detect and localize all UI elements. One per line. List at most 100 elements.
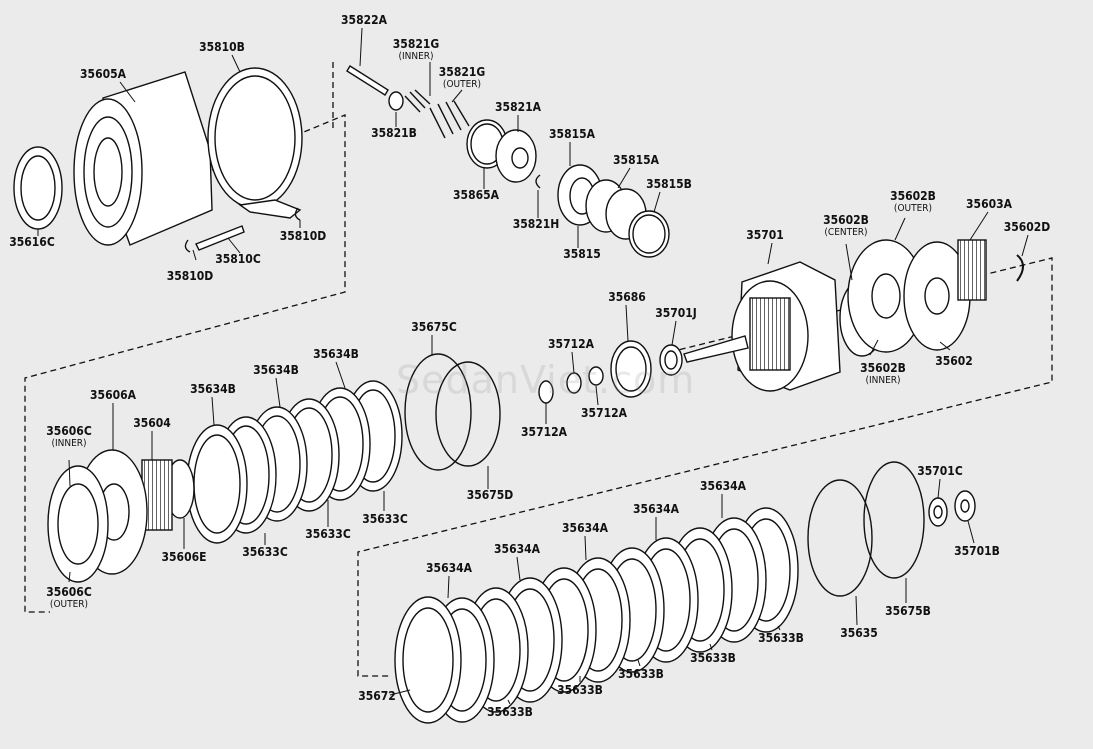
part-code: 35635 bbox=[840, 626, 878, 640]
part-code: 35603A bbox=[966, 197, 1012, 211]
part-code: 35815A bbox=[549, 127, 595, 141]
part-code: 35602B bbox=[860, 361, 906, 375]
part-label-35634a: 35634A bbox=[700, 480, 746, 493]
part-code: 35633B bbox=[690, 651, 736, 665]
part-label-35815a: 35815A bbox=[613, 154, 659, 167]
part-label-35633b: 35633B bbox=[557, 684, 603, 697]
part-label-35821a: 35821A bbox=[495, 101, 541, 114]
part-label-35815: 35815 bbox=[563, 248, 601, 261]
part-code: 35675B bbox=[885, 604, 931, 618]
part-qualifier: (OUTER) bbox=[893, 203, 933, 214]
part-label-35606e: 35606E bbox=[162, 551, 207, 564]
part-label-35633c: 35633C bbox=[305, 528, 350, 541]
part-label-35633b: 35633B bbox=[690, 652, 736, 665]
part-label-35634b: 35634B bbox=[253, 364, 299, 377]
part-label-35604: 35604 bbox=[133, 417, 171, 430]
part-code: 35821B bbox=[371, 126, 417, 140]
part-code: 35634A bbox=[494, 542, 540, 556]
part-label-35634b: 35634B bbox=[190, 383, 236, 396]
part-label-35602b: 35602B(OUTER) bbox=[890, 189, 936, 215]
part-code: 35633B bbox=[487, 705, 533, 719]
part-code: 35675C bbox=[411, 320, 457, 334]
part-code: 35633C bbox=[362, 512, 408, 526]
part-code: 35865A bbox=[453, 188, 499, 202]
part-code: 35712A bbox=[581, 406, 627, 420]
part-label-35603a: 35603A bbox=[966, 198, 1012, 211]
part-code: 35606C bbox=[46, 585, 92, 599]
part-label-35712a: 35712A bbox=[548, 338, 594, 351]
part-code: 35712A bbox=[548, 337, 594, 351]
part-code: 35810C bbox=[215, 252, 261, 266]
part-label-35821g: 35821G(INNER) bbox=[392, 37, 440, 63]
part-label-35634a: 35634A bbox=[494, 543, 540, 556]
part-code: 35616C bbox=[9, 235, 55, 249]
part-label-35606a: 35606A bbox=[90, 389, 136, 402]
leader-lines bbox=[37, 27, 1029, 705]
part-label-35810d: 35810D bbox=[167, 270, 214, 283]
part-code: 35810D bbox=[279, 229, 327, 243]
part-code: 35606A bbox=[90, 388, 136, 402]
part-label-35810d: 35810D bbox=[280, 230, 327, 243]
part-code: 35821H bbox=[512, 217, 560, 231]
part-label-35672: 35672 bbox=[358, 690, 396, 703]
part-qualifier: (OUTER) bbox=[442, 79, 482, 90]
part-code: 35634A bbox=[426, 561, 472, 575]
part-code: 35701C bbox=[917, 464, 963, 478]
part-code: 35686 bbox=[608, 290, 646, 304]
part-label-35605a: 35605A bbox=[80, 68, 126, 81]
part-label-35701c: 35701C bbox=[917, 465, 962, 478]
part-label-35686: 35686 bbox=[608, 291, 646, 304]
part-code: 35602 bbox=[935, 354, 973, 368]
part-code: 35633B bbox=[758, 631, 804, 645]
part-label-35602b: 35602B(CENTER) bbox=[823, 213, 869, 239]
part-code: 35712A bbox=[521, 425, 567, 439]
part-code: 35602B bbox=[823, 213, 869, 227]
part-code: 35633C bbox=[305, 527, 351, 541]
part-code: 35606C bbox=[46, 424, 92, 438]
part-label-35634a: 35634A bbox=[633, 503, 679, 516]
part-code: 35634A bbox=[700, 479, 746, 493]
part-label-35633c: 35633C bbox=[242, 546, 287, 559]
part-label-35821g: 35821G(OUTER) bbox=[438, 65, 486, 91]
part-label-35675b: 35675B bbox=[885, 605, 931, 618]
part-qualifier: (CENTER) bbox=[824, 227, 868, 238]
part-label-35821h: 35821H bbox=[513, 218, 560, 231]
part-code: 35606E bbox=[161, 550, 207, 564]
part-label-35810b: 35810B bbox=[199, 41, 245, 54]
part-label-35712a: 35712A bbox=[581, 407, 627, 420]
part-label-35616c: 35616C bbox=[9, 236, 54, 249]
part-code: 35604 bbox=[133, 416, 171, 430]
part-code: 35602B bbox=[890, 189, 936, 203]
part-code: 35634B bbox=[253, 363, 299, 377]
part-label-35821b: 35821B bbox=[371, 127, 417, 140]
part-code: 35810B bbox=[199, 40, 245, 54]
part-label-35602: 35602 bbox=[935, 355, 973, 368]
part-code: 35810D bbox=[166, 269, 214, 283]
part-code: 35821G bbox=[392, 37, 440, 51]
part-label-35633b: 35633B bbox=[487, 706, 533, 719]
dashed-guide-lines bbox=[24, 62, 1053, 677]
part-label-35822a: 35822A bbox=[341, 14, 387, 27]
part-code: 35633B bbox=[557, 683, 603, 697]
part-code: 35822A bbox=[341, 13, 387, 27]
part-code: 35633C bbox=[242, 545, 288, 559]
part-label-35606c: 35606C(INNER) bbox=[46, 424, 92, 450]
part-label-35815b: 35815B bbox=[646, 178, 692, 191]
part-qualifier: (INNER) bbox=[865, 375, 901, 386]
part-label-35633c: 35633C bbox=[362, 513, 407, 526]
part-code: 35815 bbox=[563, 247, 601, 261]
part-label-35602b: 35602B(INNER) bbox=[860, 361, 906, 387]
part-label-35701j: 35701J bbox=[655, 307, 697, 320]
part-code: 35821G bbox=[438, 65, 486, 79]
part-code: 35634A bbox=[562, 521, 608, 535]
part-code: 35672 bbox=[358, 689, 396, 703]
part-code: 35815A bbox=[613, 153, 659, 167]
part-label-35634b: 35634B bbox=[313, 348, 359, 361]
part-qualifier: (OUTER) bbox=[49, 599, 89, 610]
watermark-text: SedanViet.com bbox=[396, 358, 696, 402]
part-label-35633b: 35633B bbox=[618, 668, 664, 681]
part-code: 35634B bbox=[190, 382, 236, 396]
part-code: 35633B bbox=[618, 667, 664, 681]
part-qualifier: (INNER) bbox=[51, 438, 87, 449]
part-label-35712a: 35712A bbox=[521, 426, 567, 439]
